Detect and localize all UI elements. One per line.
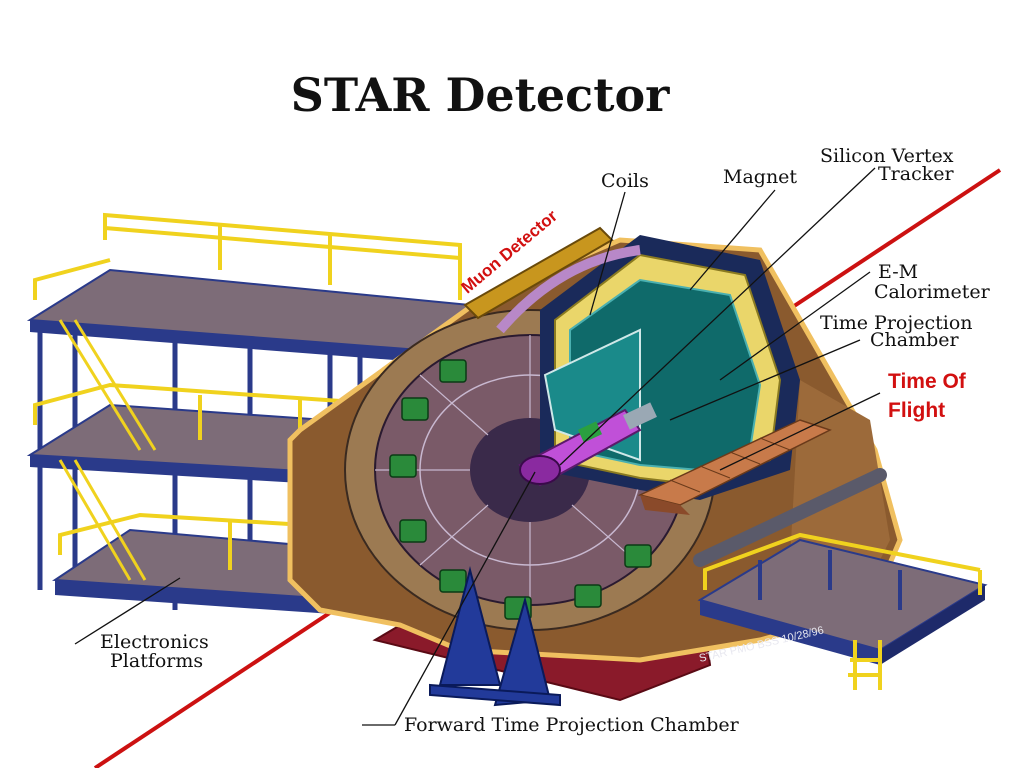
label-ftpc: Forward Time Projection Chamber (404, 714, 739, 736)
label-tof-line1: Time Of (888, 370, 966, 393)
ftpc-stands (429, 566, 561, 707)
label-electronics-line1: Electronics (100, 631, 209, 653)
label-tof-line2: Flight (888, 399, 946, 422)
label-em-line2: Calorimeter (874, 281, 990, 303)
label-magnet: Magnet (723, 166, 798, 188)
callout-lines (74, 167, 881, 726)
label-electronics-line2: Platforms (110, 650, 204, 672)
page-title: STAR Detector (290, 68, 670, 122)
label-em-line1: E-M (878, 261, 919, 283)
coil-ring (496, 245, 641, 334)
barrel-cutaway (518, 235, 800, 500)
label-silicon-vertex-line1: Silicon Vertex (820, 145, 954, 167)
label-coils: Coils (601, 170, 649, 192)
right-platform (697, 532, 988, 690)
label-tpc-line1: Time Projection (820, 312, 973, 334)
label-silicon-vertex-line2: Tracker (878, 163, 954, 185)
label-tpc-line2: Chamber (870, 329, 959, 351)
